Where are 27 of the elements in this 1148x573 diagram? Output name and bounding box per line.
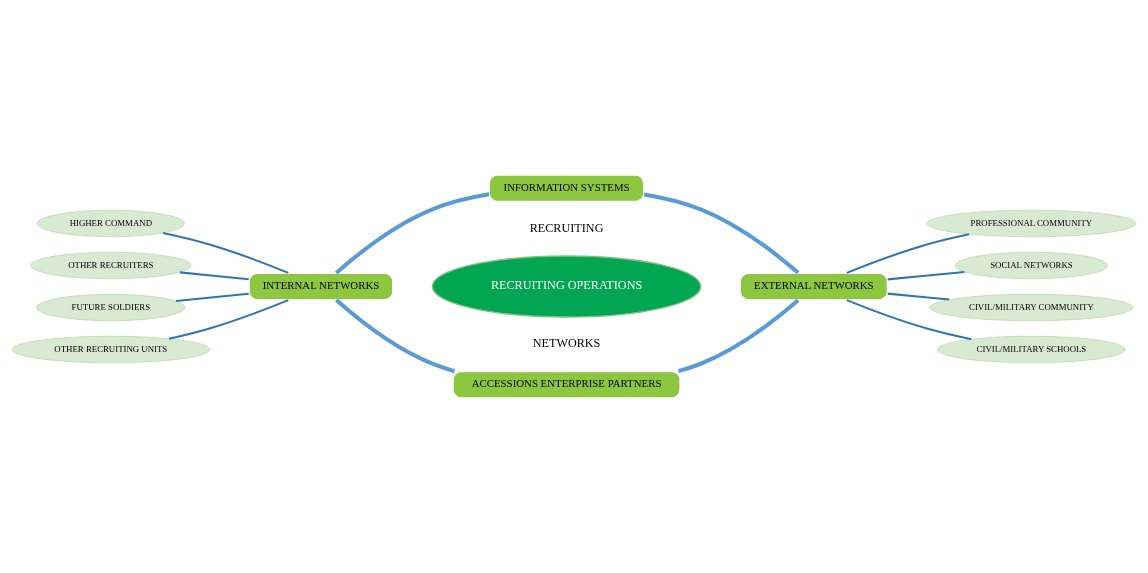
connector [176,292,249,302]
connector [846,299,972,341]
connector [334,192,490,275]
node-ellipse: FUTURE SOLDIERS [36,293,186,322]
node-box: INTERNAL NETWORKS [247,271,395,302]
node-box: INFORMATION SYSTEMS [487,173,646,203]
connector [887,292,950,301]
connector [162,232,289,274]
connector [334,298,456,374]
connector [887,270,965,281]
label: RECRUITING [529,220,604,235]
connector [643,192,800,275]
connector [677,298,800,374]
node-box: EXTERNAL NETWORKS [738,271,889,302]
label: NETWORKS [532,336,601,351]
connector [846,233,970,274]
node-ellipse: CIVIL/MILITARY COMMUNITY [929,293,1134,322]
connector [179,271,249,281]
node-ellipse: RECRUITING OPERATIONS [431,255,702,318]
node-ellipse: HIGHER COMMAND [36,209,185,238]
node-ellipse: CIVIL/MILITARY SCHOOLS [937,335,1126,364]
node-box: ACCESSIONS ENTERPRISE PARTNERS [451,370,682,400]
connector [168,299,289,340]
node-ellipse: OTHER RECRUITERS [30,251,192,280]
node-ellipse: PROFESSIONAL COMMUNITY [926,209,1137,238]
node-ellipse: SOCIAL NETWORKS [954,251,1108,280]
node-ellipse: OTHER RECRUITING UNITS [11,335,210,364]
